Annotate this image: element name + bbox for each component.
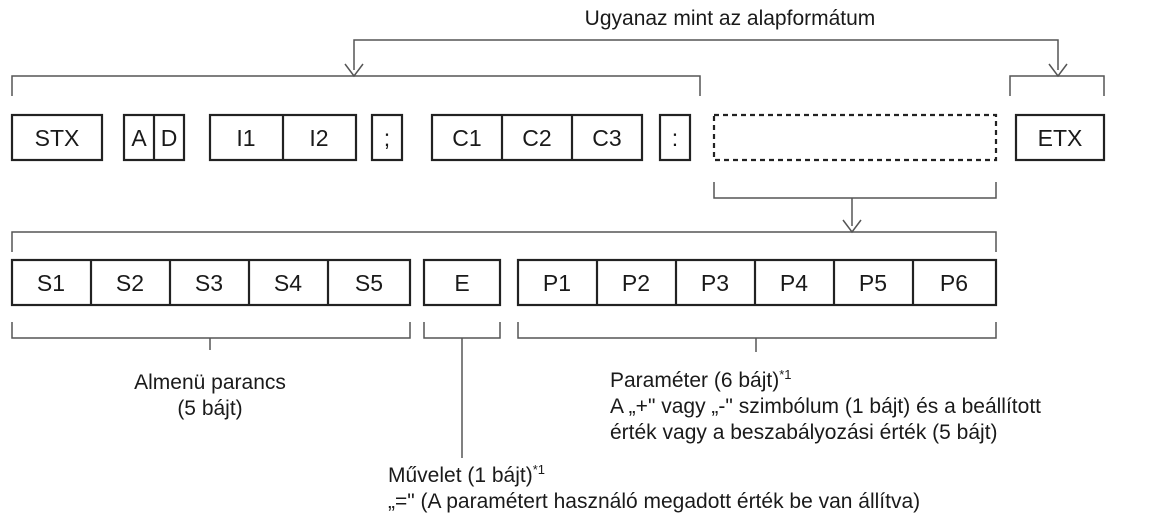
parameter-desc-line2: érték vagy a beszabályozási érték (5 báj… <box>610 421 998 444</box>
s1-label: S1 <box>37 270 65 296</box>
parameter-description: Paraméter (6 bájt)*1 A „+" vagy „-" szim… <box>610 368 1041 446</box>
colon-box <box>658 113 692 162</box>
colon-label: : <box>672 125 678 151</box>
submenu-bracket <box>11 322 411 339</box>
parameter-desc-line1: A „+" vagy „-" szimbólum (1 bájt) és a b… <box>610 395 1041 418</box>
s3-label: S3 <box>195 270 223 296</box>
row1-boxes <box>10 113 1106 162</box>
operation-title-text: Művelet (1 bájt) <box>388 464 533 487</box>
p2-label: P2 <box>622 270 650 296</box>
expanded-bracket <box>11 231 997 252</box>
parameter-title-text: Paraméter (6 bájt) <box>610 369 780 392</box>
p3-label: P3 <box>701 270 729 296</box>
submenu-title: Almenü parancs <box>134 371 286 394</box>
submenu-command-label: Almenü parancs (5 bájt) <box>60 370 360 422</box>
p1-label: P1 <box>543 270 571 296</box>
parameter-bracket <box>517 322 997 339</box>
c1-label: C1 <box>452 125 481 151</box>
operation-title: Művelet (1 bájt)*1 <box>388 463 920 489</box>
stx-label: STX <box>35 125 80 151</box>
s-box <box>10 258 412 307</box>
s4-label: S4 <box>274 270 302 296</box>
etx-label: ETX <box>1038 125 1083 151</box>
semicolon-box <box>370 113 404 162</box>
parameter-footnote-mark: *1 <box>779 367 792 382</box>
i2-label: I2 <box>309 125 328 151</box>
s2-label: S2 <box>116 270 144 296</box>
p5-label: P5 <box>859 270 887 296</box>
operation-desc: „=" (A paramétert használó megadott érté… <box>388 490 921 513</box>
operation-bracket <box>423 322 501 339</box>
p6-label: P6 <box>940 270 968 296</box>
a-label: A <box>131 125 147 151</box>
e-label: E <box>454 270 469 296</box>
top-connector-line <box>353 39 1059 70</box>
same-as-base-format-label: Ugyanaz mint az alapformátum <box>584 7 876 30</box>
operation-footnote-mark: *1 <box>532 462 546 477</box>
parameter-placeholder-box <box>712 113 998 162</box>
row2-boxes <box>10 258 998 307</box>
c2-label: C2 <box>522 125 551 151</box>
e-box <box>422 258 502 307</box>
parameter-title: Paraméter (6 bájt)*1 <box>610 368 1041 394</box>
stx-box <box>10 113 104 162</box>
s5-label: S5 <box>355 270 383 296</box>
operation-description: Művelet (1 bájt)*1 „=" (A paramétert has… <box>388 463 920 515</box>
c3-label: C3 <box>592 125 621 151</box>
cell-labels: STX A D I1 I2 ; C1 C2 C3 : ETX S1 S2 S3 … <box>35 125 1083 296</box>
base-format-bracket <box>11 75 701 96</box>
parameter-area-bracket <box>713 182 997 199</box>
i1-label: I1 <box>236 125 255 151</box>
semicolon-label: ; <box>384 125 390 151</box>
bracket-lines <box>11 39 1105 458</box>
p-box <box>516 258 998 307</box>
etx-box <box>1014 113 1106 162</box>
c-box <box>430 113 644 162</box>
d-label: D <box>161 125 178 151</box>
etx-bracket <box>1009 75 1105 96</box>
submenu-size: (5 bájt) <box>177 397 243 420</box>
p4-label: P4 <box>780 270 808 296</box>
